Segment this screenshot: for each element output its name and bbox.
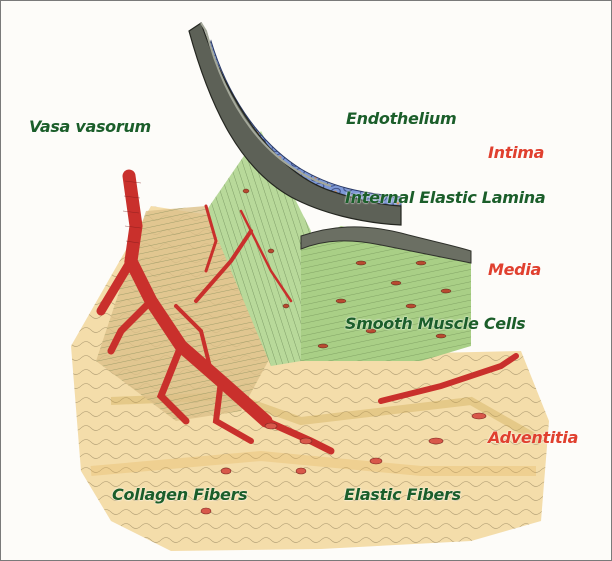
vasa-vasorum-label: Vasa vasorum [29,117,151,136]
adventitia-label: Adventitia [488,428,578,447]
endothelium-label: Endothelium [346,109,456,128]
media-label: Media [488,260,541,279]
collagen-fibers-label: Collagen Fibers [112,485,247,504]
smooth-muscle-cells-label: Smooth Muscle Cells [345,314,525,333]
elastic-fibers-label: Elastic Fibers [344,485,461,504]
intima-label: Intima [488,143,544,162]
internal-elastic-lamina-label: Internal Elastic Lamina [345,188,545,207]
